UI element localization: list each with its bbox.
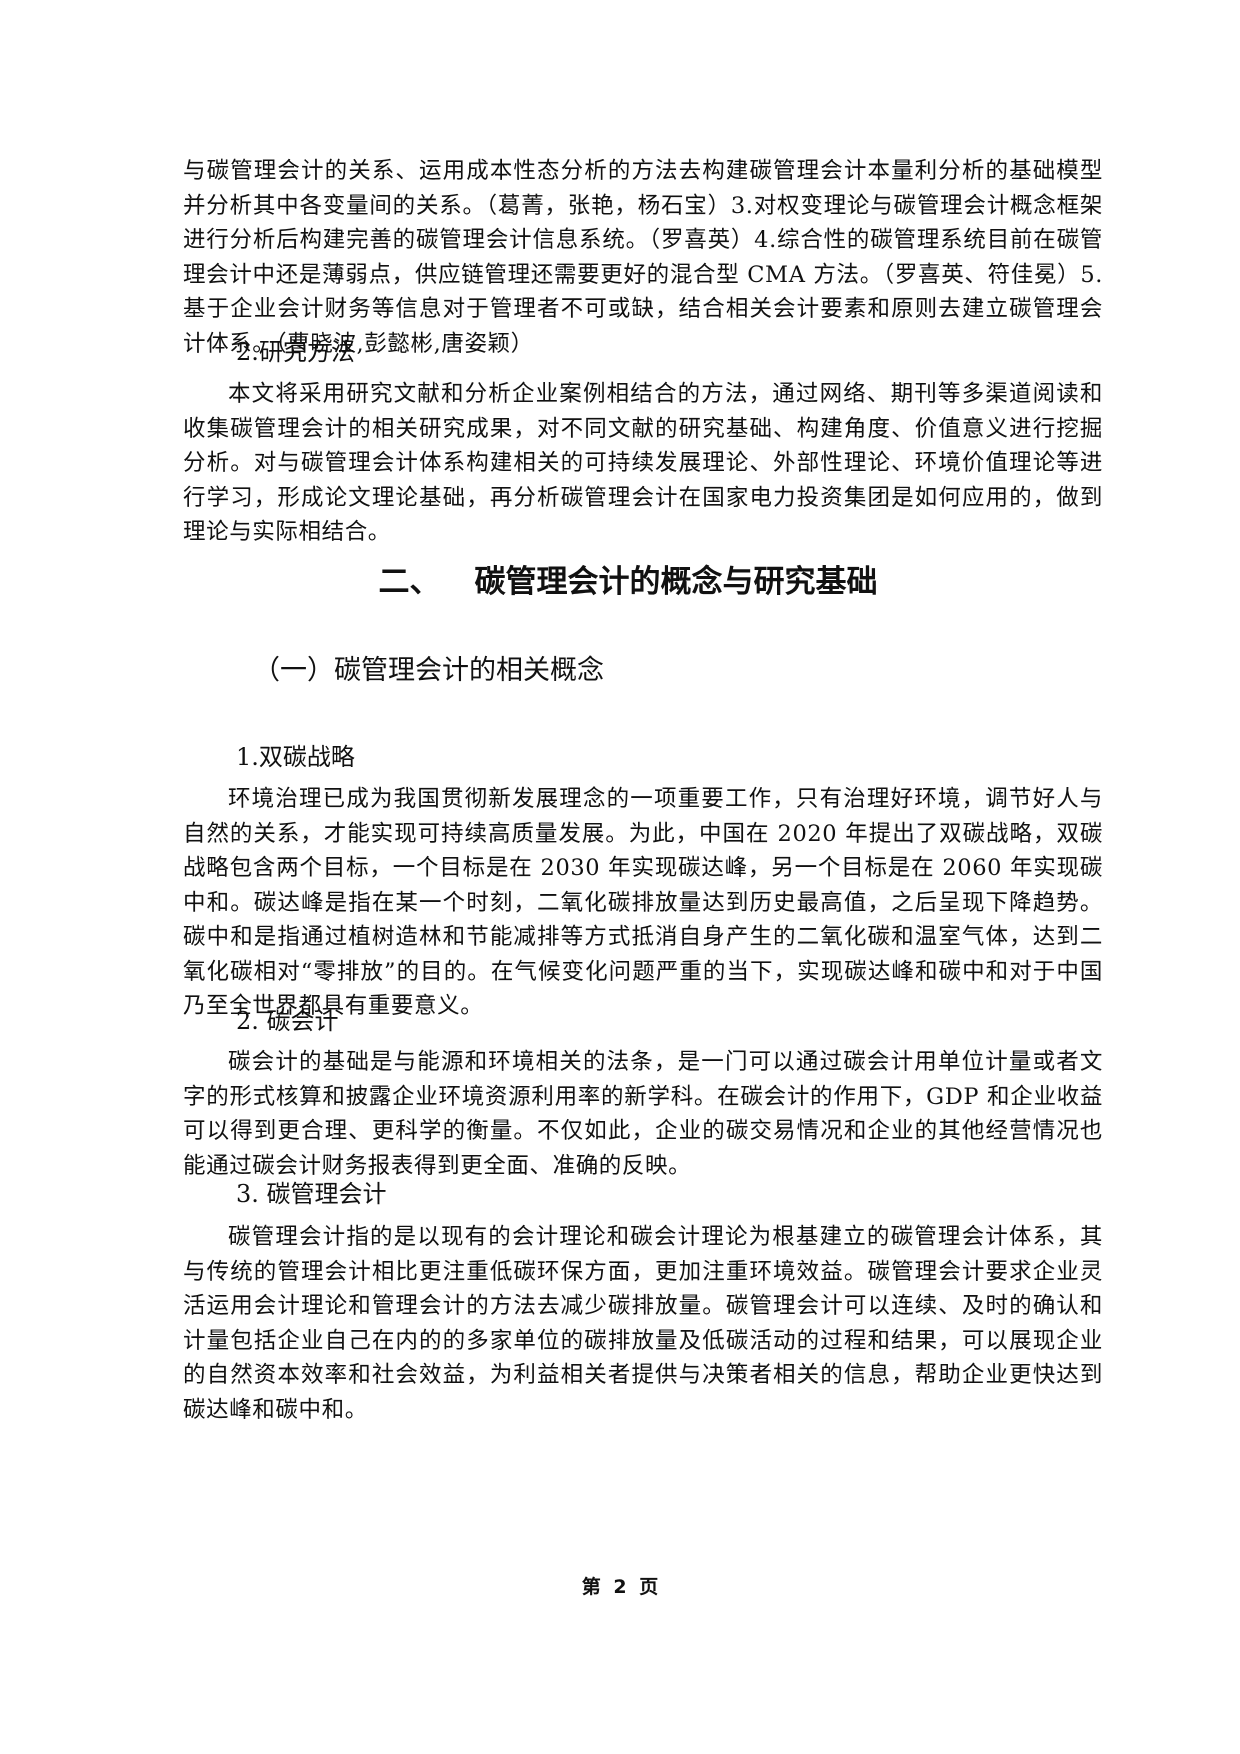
paragraph-research-method: 本文将采用研究文献和分析企业案例相结合的方法，通过网络、期刊等多渠道阅读和收集碳…	[183, 381, 1103, 545]
paragraph-dual-carbon-strategy: 环境治理已成为我国贯彻新发展理念的一项重要工作，只有治理好环境，调节好人与自然的…	[183, 786, 1103, 1019]
paragraph-carbon-management-accounting: 碳管理会计指的是以现有的会计理论和碳会计理论为根基建立的碳管理会计体系，其与传统…	[183, 1224, 1103, 1423]
chapter-heading: 二、碳管理会计的概念与研究基础	[0, 560, 1240, 604]
chapter-number: 二、	[378, 564, 441, 600]
paragraph-carbon-accounting: 碳会计的基础是与能源和环境相关的法条，是一门可以通过碳会计用单位计量或者文字的形…	[183, 1049, 1103, 1179]
paragraph-literature-review-continued: 与碳管理会计的关系、运用成本性态分析的方法去构建碳管理会计本量利分析的基础模型并…	[183, 158, 1103, 357]
heading-carbon-management-accounting: 3. 碳管理会计	[236, 1180, 387, 1208]
heading-research-method: 2.研究方法	[236, 338, 355, 366]
heading-carbon-accounting: 2. 碳会计	[236, 1007, 339, 1035]
page-number: 第 2 页	[581, 1576, 659, 1598]
section-heading: （一）碳管理会计的相关概念	[253, 655, 604, 686]
chapter-title: 碳管理会计的概念与研究基础	[474, 564, 878, 600]
heading-dual-carbon-strategy: 1.双碳战略	[236, 743, 355, 771]
